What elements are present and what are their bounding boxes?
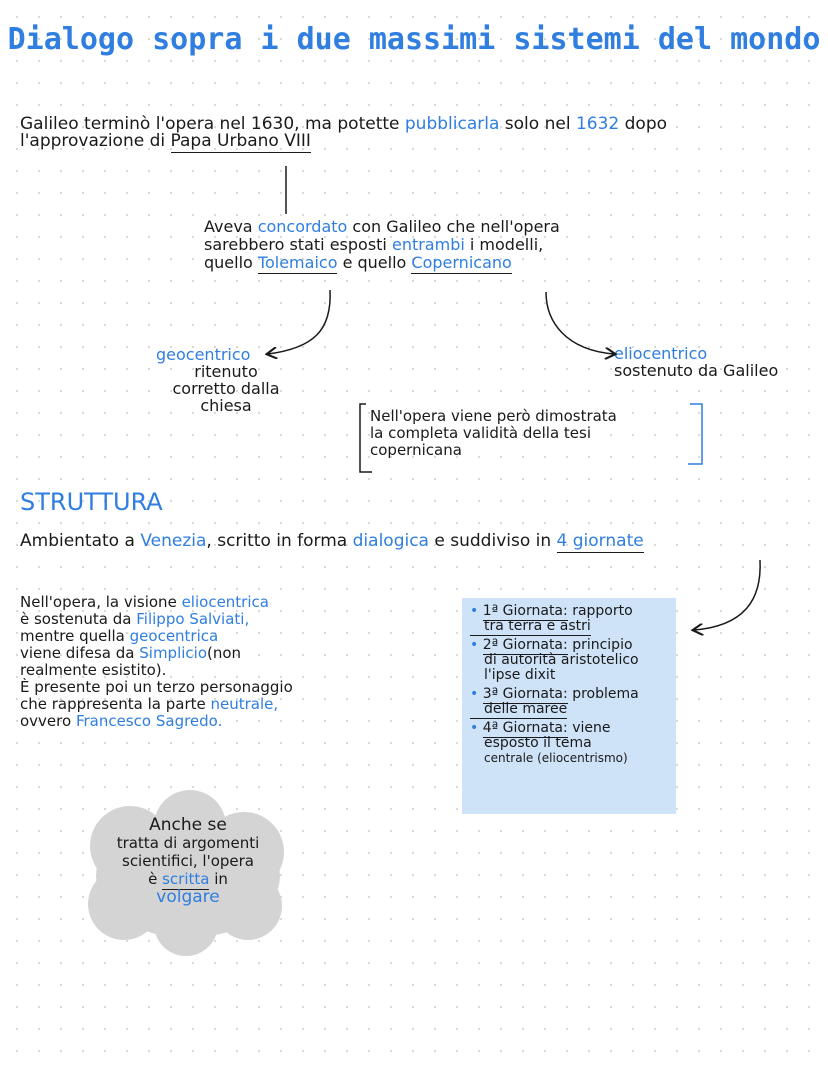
helio-arrow — [545, 291, 614, 354]
agreement-text: Aveva concordato con Galileo che nell'op… — [204, 217, 560, 274]
days-box: • 1ª Giornata: rapporto tra terra e astr… — [462, 598, 676, 814]
day-item: • 2ª Giornata: principio di autorità ari… — [470, 637, 639, 683]
geo-arrow — [268, 289, 331, 354]
geocentric-note: geocentrico ritenuto corretto dalla chie… — [156, 345, 280, 415]
day-item: • 4ª Giornata: viene esposto il tema cen… — [470, 720, 628, 765]
geocentric-label: geocentrico — [156, 345, 251, 364]
structure-text: Ambientato a Venezia, scritto in forma d… — [20, 531, 644, 553]
structure-heading: STRUTTURA — [20, 488, 163, 516]
day-item: • 1ª Giornata: rapporto tra terra e astr… — [470, 603, 633, 636]
heliocentric-note: eliocentrico sostenuto da Galileo — [614, 344, 779, 380]
characters-text: Nell'opera, la visione eliocentrica è so… — [20, 593, 293, 730]
page-title: Dialogo sopra i due massimi sistemi del … — [7, 22, 821, 57]
heliocentric-label: eliocentrico — [614, 344, 708, 363]
day-item: • 3ª Giornata: problema delle maree — [470, 686, 639, 719]
cloud-note: Anche se tratta di argomenti scientifici… — [78, 788, 298, 958]
days-arrow — [694, 559, 761, 630]
cloud-shape — [88, 790, 284, 956]
intro-text: Galileo terminò l'opera nel 1630, ma pot… — [20, 114, 668, 153]
proof-box: Nell'opera viene però dimostrata la comp… — [370, 407, 617, 459]
